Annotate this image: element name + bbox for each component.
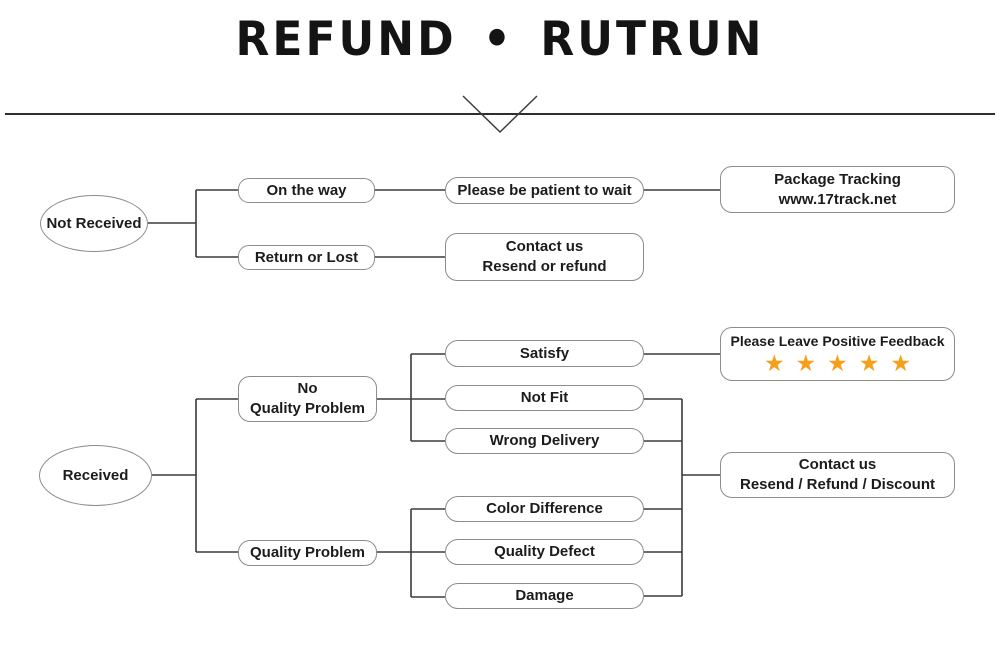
node-return-or-lost: Return or Lost	[238, 245, 375, 270]
node-label: On the way	[266, 181, 347, 199]
node-label: Please be patient to wait	[457, 181, 632, 199]
node-not-fit: Not Fit	[445, 385, 644, 411]
node-color-difference: Color Difference	[445, 496, 644, 522]
node-label: Not Fit	[520, 389, 569, 407]
node-label: Contact us Resend / Refund / Discount	[739, 456, 935, 493]
node-label: Color Difference	[486, 500, 603, 518]
node-label: Damage	[515, 587, 574, 605]
node-label: Quality Defect	[494, 543, 595, 561]
node-label: Wrong Delivery	[489, 432, 600, 450]
node-be-patient: Please be patient to wait	[445, 177, 644, 204]
node-not-received: Not Received	[40, 195, 148, 252]
node-package-tracking: Package Tracking www.17track.net	[720, 166, 955, 213]
five-stars-icon: ★★★★★	[763, 350, 923, 377]
node-no-quality-problem: No Quality Problem	[238, 376, 377, 422]
node-received: Received	[39, 445, 152, 506]
node-label: Contact us Resend or refund	[482, 238, 607, 275]
node-label: Package Tracking www.17track.net	[774, 170, 901, 208]
node-quality-defect: Quality Defect	[445, 539, 644, 565]
node-label: Not Received	[46, 214, 142, 232]
node-damage: Damage	[445, 583, 644, 609]
node-label: No Quality Problem	[249, 380, 366, 417]
node-label: Quality Problem	[249, 544, 366, 562]
down-chevron-icon	[462, 95, 538, 134]
node-quality-problem: Quality Problem	[238, 540, 377, 566]
node-positive-feedback: Please Leave Positive Feedback ★★★★★	[720, 327, 955, 381]
page-title: REFUND • RUTRUN	[235, 11, 765, 68]
node-contact-resend-refund: Contact us Resend or refund	[445, 233, 644, 281]
node-label: Please Leave Positive Feedback	[730, 333, 945, 350]
node-contact-resend-refund-discount: Contact us Resend / Refund / Discount	[720, 452, 955, 498]
node-satisfy: Satisfy	[445, 340, 644, 367]
node-label: Satisfy	[519, 344, 570, 362]
node-on-the-way: On the way	[238, 178, 375, 203]
node-label: Return or Lost	[254, 248, 359, 266]
node-wrong-delivery: Wrong Delivery	[445, 428, 644, 454]
node-label: Received	[62, 466, 129, 484]
